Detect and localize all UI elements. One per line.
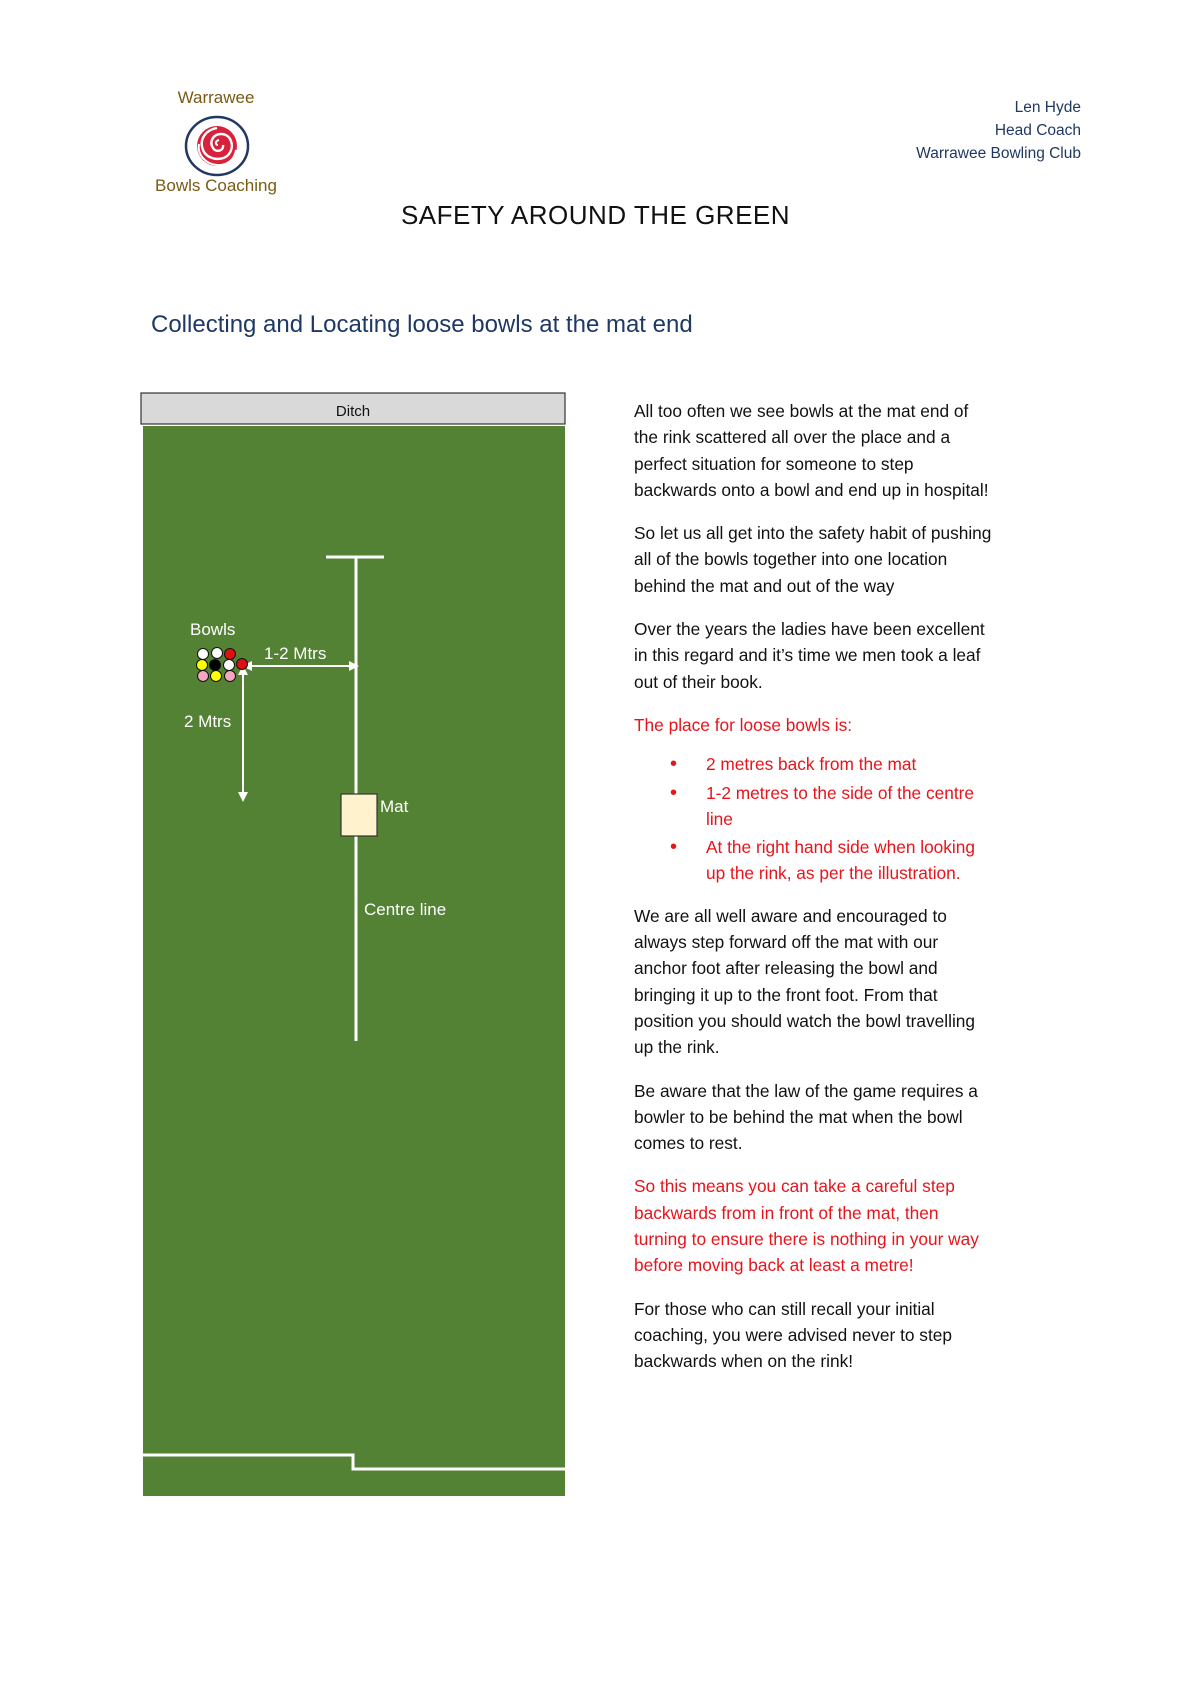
section-heading: Collecting and Locating loose bowls at t… xyxy=(151,311,693,338)
ditch-box xyxy=(140,392,566,425)
list-item: 2 metres back from the mat xyxy=(670,751,994,778)
paragraph: Be aware that the law of the game requir… xyxy=(634,1080,978,1154)
bowl xyxy=(210,670,222,682)
logo-text-top: Warrawee xyxy=(177,88,255,107)
bowl xyxy=(224,648,236,660)
rink-diagram: Ditch Bowls 1-2 Mtrs 2 Mtrs Mat Centre l… xyxy=(140,392,570,1512)
bowl xyxy=(209,659,221,671)
bowl xyxy=(236,658,248,670)
paragraph-highlight: The place for loose bowls is: xyxy=(634,714,853,735)
rose-logo-icon xyxy=(183,114,251,178)
author-club: Warrawee Bowling Club xyxy=(916,145,1081,162)
bowl xyxy=(224,670,236,682)
paragraph: All too often we see bowls at the mat en… xyxy=(634,401,989,500)
body-text: All too often we see bowls at the mat en… xyxy=(634,398,994,1392)
bullet-list: 2 metres back from the mat 1-2 metres to… xyxy=(634,751,994,886)
bowl xyxy=(197,648,209,660)
paragraph-highlight: So this means you can take a careful ste… xyxy=(634,1176,979,1276)
list-item: At the right hand side when looking up t… xyxy=(670,834,994,887)
bowls-label: Bowls xyxy=(190,620,236,639)
mat xyxy=(340,793,378,837)
list-item: 1-2 metres to the side of the centre lin… xyxy=(670,780,994,833)
author-name: Len Hyde xyxy=(1014,99,1081,116)
paragraph: We are all well aware and encouraged to … xyxy=(634,905,976,1058)
ditch-label: Ditch xyxy=(335,403,371,420)
logo-text-bottom: Bowls Coaching xyxy=(155,176,277,195)
bowl xyxy=(196,659,208,671)
rink-green xyxy=(143,426,565,1496)
bowl xyxy=(223,659,235,671)
paragraph: So let us all get into the safety habit … xyxy=(634,523,992,596)
author-role: Head Coach xyxy=(994,122,1081,139)
centre-line-label: Centre line xyxy=(364,900,447,919)
rink-boundary-line xyxy=(143,1453,565,1471)
bowl xyxy=(211,647,223,659)
side-distance-label: 1-2 Mtrs xyxy=(264,644,327,663)
mat-label: Mat xyxy=(380,797,409,816)
page-title: SAFETY AROUND THE GREEN xyxy=(400,200,791,230)
paragraph: For those who can still recall your init… xyxy=(634,1298,952,1372)
back-distance-label: 2 Mtrs xyxy=(184,712,232,731)
bowl xyxy=(197,670,209,682)
paragraph: Over the years the ladies have been exce… xyxy=(634,619,985,692)
author-block: Len Hyde Head Coach Warrawee Bowling Clu… xyxy=(916,96,1081,165)
